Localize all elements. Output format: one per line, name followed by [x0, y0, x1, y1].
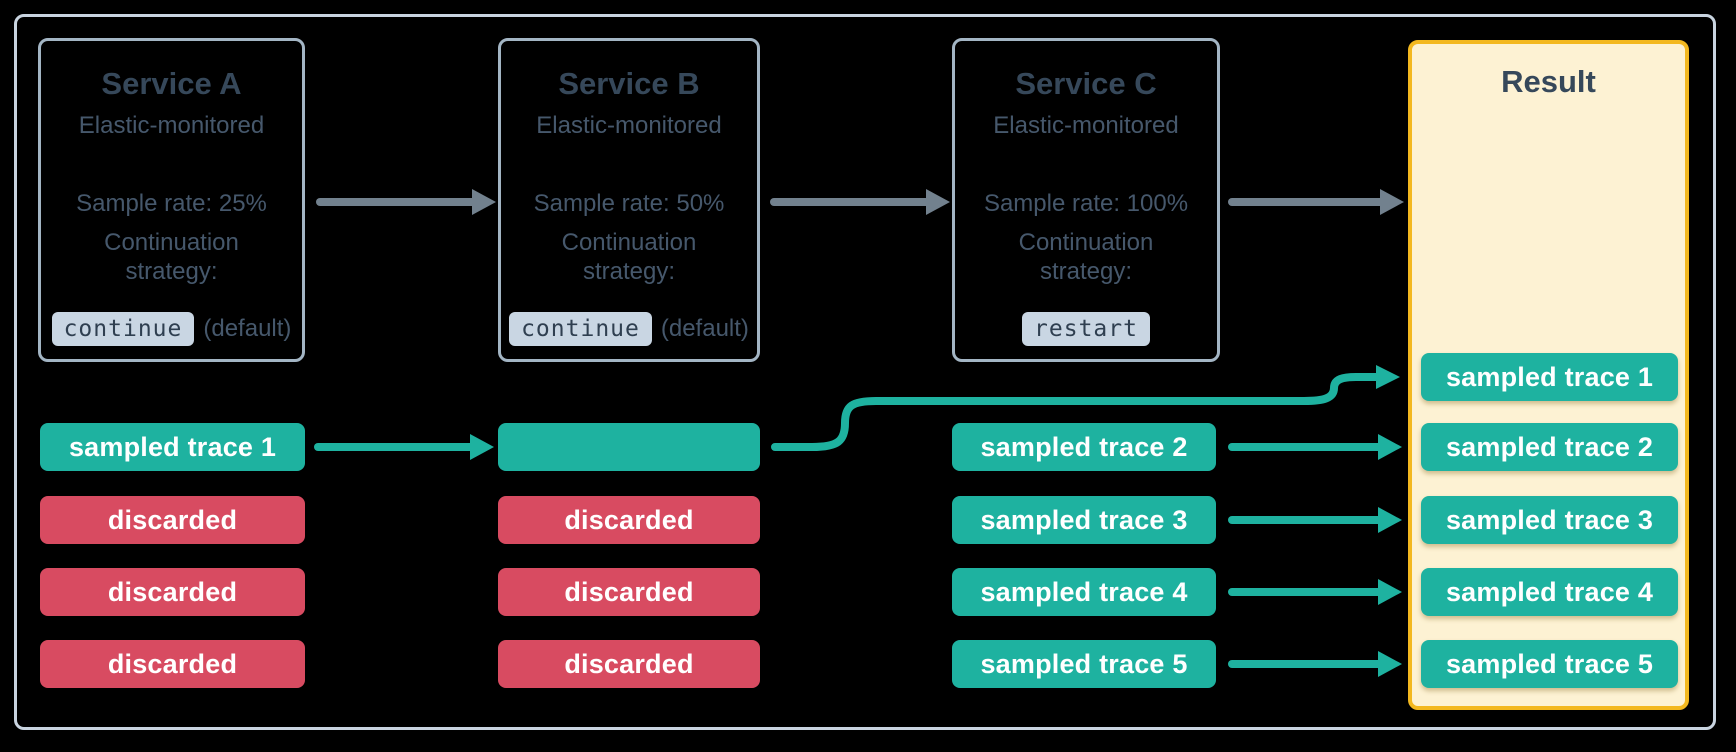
service-a-continuation-label: Continuation strategy: [104, 229, 239, 285]
pill-b-discarded-1: discarded [498, 496, 760, 544]
result-title: Result [1501, 64, 1596, 99]
pill-result-sampled-trace-1: sampled trace 1 [1421, 353, 1678, 401]
pill-c-sampled-trace-5: sampled trace 5 [952, 640, 1216, 688]
pill-a-discarded-3: discarded [40, 640, 305, 688]
service-a-strategy: continue (default) [51, 312, 292, 346]
service-b-strategy-code: continue [509, 312, 652, 346]
service-b-box: Service B Elastic-monitored Sample rate:… [498, 38, 760, 362]
service-c-strategy: restart [1022, 312, 1150, 346]
pill-a-discarded-1: discarded [40, 496, 305, 544]
pill-result-sampled-trace-3: sampled trace 3 [1421, 496, 1678, 544]
service-c-strategy-code: restart [1022, 312, 1150, 346]
pill-c-sampled-trace-3: sampled trace 3 [952, 496, 1216, 544]
pill-result-sampled-trace-5: sampled trace 5 [1421, 640, 1678, 688]
service-b-sample-rate: Sample rate: 50% [533, 190, 725, 217]
service-c-title: Service C [1015, 66, 1157, 101]
service-b-title: Service B [558, 66, 700, 101]
service-a-monitoring: Elastic-monitored [78, 112, 265, 139]
pill-result-sampled-trace-4: sampled trace 4 [1421, 568, 1678, 616]
pill-a-discarded-2: discarded [40, 568, 305, 616]
pill-b-sampled-unlabeled [498, 423, 760, 471]
service-b-strategy-suffix: (default) [660, 315, 749, 342]
pill-c-sampled-trace-2: sampled trace 2 [952, 423, 1216, 471]
pill-c-sampled-trace-4: sampled trace 4 [952, 568, 1216, 616]
pill-a-sampled-trace-1: sampled trace 1 [40, 423, 305, 471]
service-b-monitoring: Elastic-monitored [536, 112, 722, 139]
service-a-sample-rate: Sample rate: 25% [76, 190, 267, 217]
service-a-title: Service A [101, 66, 242, 101]
service-c-monitoring: Elastic-monitored [993, 112, 1179, 139]
service-a-strategy-code: continue [51, 312, 195, 346]
service-a-box: Service A Elastic-monitored Sample rate:… [38, 38, 305, 362]
service-c-continuation-label: Continuation strategy: [1018, 229, 1154, 285]
service-b-strategy: continue (default) [509, 312, 749, 346]
service-b-continuation-label: Continuation strategy: [561, 229, 697, 285]
pill-b-discarded-2: discarded [498, 568, 760, 616]
service-c-sample-rate: Sample rate: 100% [983, 190, 1189, 217]
service-c-box: Service C Elastic-monitored Sample rate:… [952, 38, 1220, 362]
pill-result-sampled-trace-2: sampled trace 2 [1421, 423, 1678, 471]
pill-b-discarded-3: discarded [498, 640, 760, 688]
service-a-strategy-suffix: (default) [203, 315, 292, 342]
diagram-frame [14, 14, 1716, 730]
